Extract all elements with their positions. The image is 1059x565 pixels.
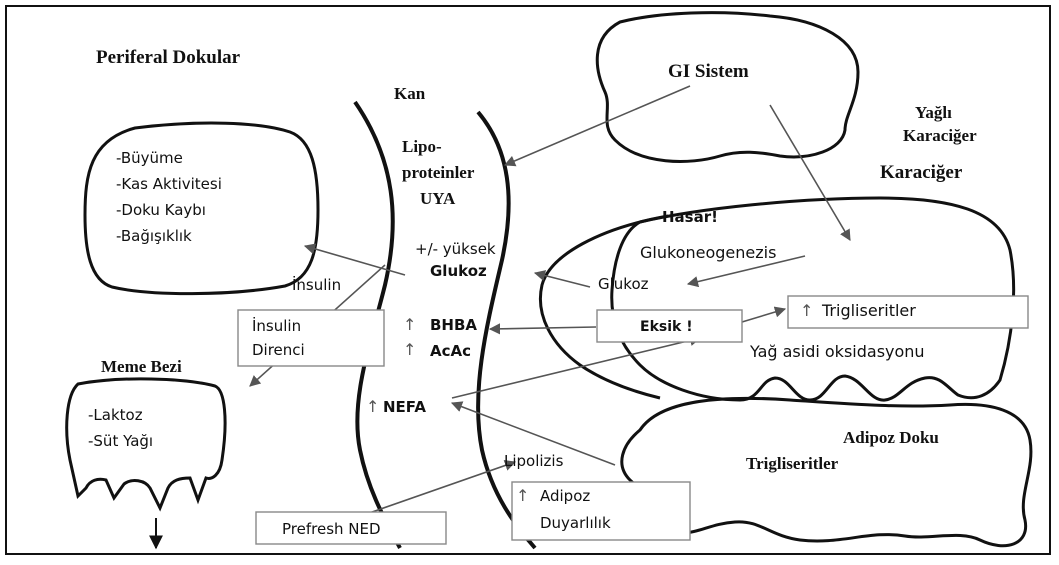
adipose-sensitivity-up-arrow-icon: ↑ bbox=[516, 486, 529, 505]
adipose-sensitivity-text-1: Adipoz bbox=[540, 487, 590, 505]
adipose-tissue-label: Adipoz Doku bbox=[843, 428, 939, 447]
arrow-gi-to-lipoproteins bbox=[505, 86, 690, 165]
deficit-text: Eksik ! bbox=[640, 319, 693, 335]
adipose-sensitivity-text-2: Duyarlılık bbox=[540, 514, 611, 532]
prefresh-text: Prefresh NED bbox=[282, 520, 381, 538]
nefa-up-arrow-icon: ↑ bbox=[366, 397, 379, 416]
arrow-deficit-to-bhba bbox=[490, 327, 596, 329]
arrow-deficit-to-triglycerides bbox=[742, 309, 785, 322]
mammary-gland-label: Meme Bezi bbox=[101, 357, 182, 376]
adipose-triglycerides-label: Trigliseritler bbox=[746, 454, 839, 473]
mammary-item: -Süt Yağı bbox=[88, 432, 153, 450]
bhba-up-arrow-icon: ↑ bbox=[403, 315, 416, 334]
peripheral-item: -Bağışıklık bbox=[116, 227, 192, 245]
peripheral-tissues-label: Periferal Dokular bbox=[96, 47, 241, 68]
arrow-nefa-to-liver bbox=[452, 338, 700, 398]
nefa-label: NEFA bbox=[383, 398, 426, 416]
liver-triglycerides-up-arrow-icon: ↑ bbox=[800, 301, 813, 320]
outer-frame bbox=[6, 6, 1050, 554]
liver-triglycerides-text: Trigliseritler bbox=[821, 301, 916, 320]
lipoproteins-label-2: proteinler bbox=[402, 163, 475, 182]
peripheral-item: -Doku Kaybı bbox=[116, 201, 206, 219]
insulin-label: İnsulin bbox=[292, 275, 341, 294]
gi-system-label: GI Sistem bbox=[668, 61, 749, 82]
lipoproteins-label-1: Lipo- bbox=[402, 137, 442, 156]
acac-up-arrow-icon: ↑ bbox=[403, 340, 416, 359]
gi-system-shape bbox=[597, 13, 858, 162]
insulin-resistance-text-2: Direnci bbox=[252, 341, 305, 359]
arrow-prefresh-to-lipolysis bbox=[355, 462, 515, 518]
high-glucose-label-2: Glukoz bbox=[430, 262, 487, 280]
insulin-resistance-text-1: İnsulin bbox=[252, 316, 301, 335]
fatty-acid-oxidation-label: Yağ asidi oksidasyonu bbox=[749, 342, 925, 361]
damage-label: Hasar! bbox=[662, 208, 718, 226]
liver-glucose-label: Glukoz bbox=[598, 275, 649, 293]
fatty-liver-label-1: Yağlı bbox=[915, 103, 952, 122]
lipolysis-label: Lipolizis bbox=[504, 452, 564, 470]
high-glucose-label-1: +/- yüksek bbox=[415, 240, 496, 258]
fatty-liver-label-2: Karaciğer bbox=[903, 126, 977, 145]
liver-label: Karaciğer bbox=[880, 162, 963, 183]
acac-label: AcAc bbox=[430, 342, 471, 360]
gluconeogenesis-label: Glukoneogenezis bbox=[640, 243, 776, 262]
uya-label: UYA bbox=[420, 189, 456, 208]
peripheral-item: -Büyüme bbox=[116, 149, 183, 167]
mammary-item: -Laktoz bbox=[88, 406, 143, 424]
blood-label: Kan bbox=[394, 84, 426, 103]
peripheral-item: -Kas Aktivitesi bbox=[116, 175, 222, 193]
bhba-label: BHBA bbox=[430, 316, 477, 334]
arrow-gi-to-liver bbox=[770, 105, 850, 240]
